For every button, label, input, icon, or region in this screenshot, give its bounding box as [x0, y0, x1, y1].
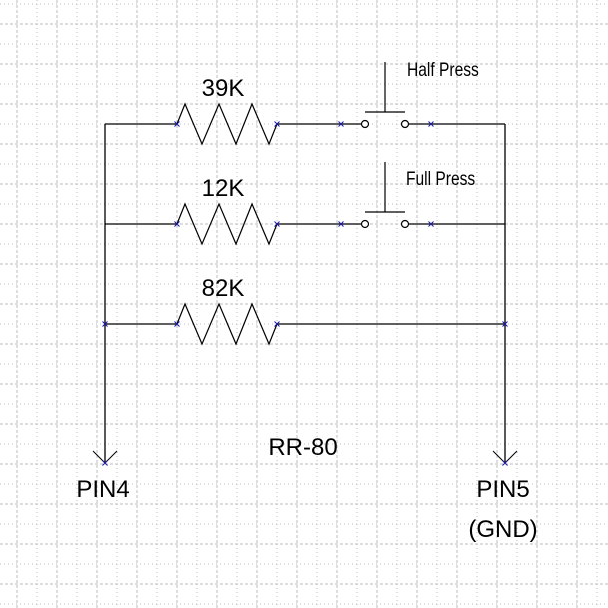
junction-marker-icon: [174, 121, 180, 127]
junction-markers: [102, 121, 508, 466]
resistor-82k-symbol: [176, 302, 278, 346]
junction-marker-icon: [502, 321, 508, 327]
resistor-82k-label: 82K: [202, 275, 245, 302]
junction-marker-icon: [174, 321, 180, 327]
resistor-12k-symbol: [176, 202, 278, 246]
switch-full-press-label: Full Press: [406, 168, 475, 190]
pin5-label: PIN5: [476, 476, 529, 503]
junction-marker-icon: [102, 321, 108, 327]
pin5-sublabel: (GND): [468, 516, 537, 543]
junction-marker-icon: [428, 221, 434, 227]
junction-marker-icon: [174, 221, 180, 227]
pin4-label: PIN4: [76, 476, 129, 503]
junction-marker-icon: [274, 121, 280, 127]
switch-half-press-label: Half Press: [407, 59, 479, 81]
junction-marker-icon: [338, 221, 344, 227]
resistor-39k-label: 39K: [202, 75, 245, 102]
junction-marker-icon: [428, 121, 434, 127]
resistor-12k-label: 12K: [202, 175, 245, 202]
resistor-39k-symbol: [176, 102, 278, 146]
junction-marker-icon: [274, 221, 280, 227]
junction-marker-icon: [274, 321, 280, 327]
diagram-title: RR-80: [268, 434, 337, 461]
switch-full-press: [360, 162, 410, 229]
junction-marker-icon: [102, 460, 108, 466]
wires: [104, 123, 506, 463]
switch-half-press: [360, 62, 410, 129]
junction-marker-icon: [338, 121, 344, 127]
junction-marker-icon: [502, 460, 508, 466]
